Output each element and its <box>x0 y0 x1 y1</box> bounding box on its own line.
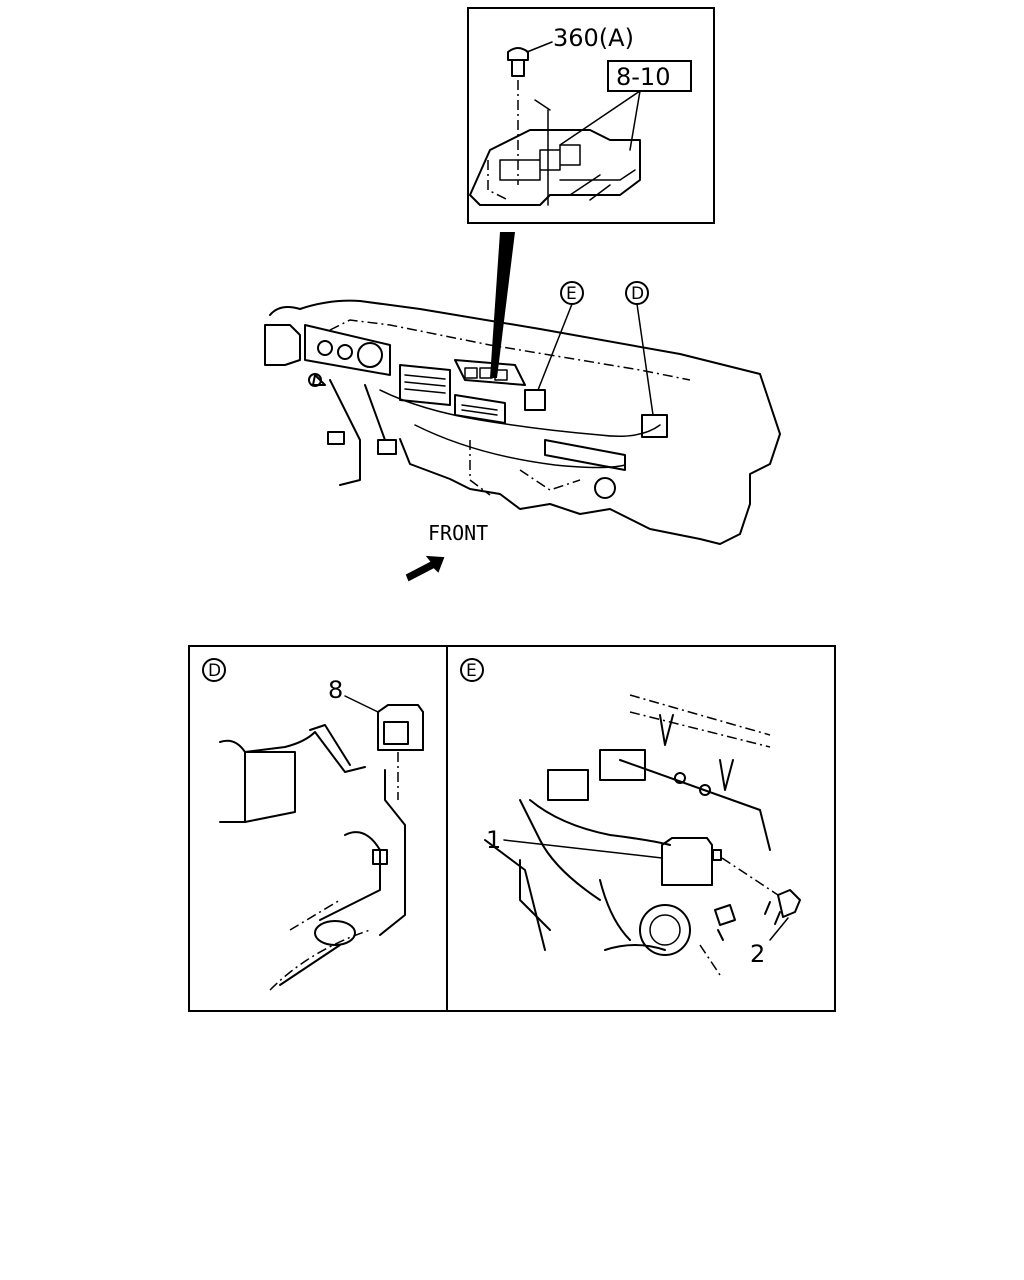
relay-1-icon <box>661 837 722 886</box>
detail-e: E 1 2 <box>460 658 801 976</box>
dashboard-overview <box>264 299 781 545</box>
part-2-label: 2 <box>750 940 765 968</box>
bolt-icon <box>507 47 529 77</box>
detail-e-tag: E <box>466 661 477 681</box>
inset-frame <box>467 7 715 224</box>
fuse-block-sketch <box>469 129 641 206</box>
part-1-label: 1 <box>486 826 501 854</box>
part-8-label: 8 <box>328 676 343 704</box>
section-ref-label: 8-10 <box>616 63 670 91</box>
bolt-ref-label: 360(A) <box>553 24 634 52</box>
detail-d: D 8 <box>202 658 424 991</box>
callout-e-label: E <box>566 284 577 304</box>
pointer-wedge <box>490 232 515 378</box>
detail-panels-frame <box>188 645 836 1012</box>
bolt-leader <box>526 41 553 53</box>
inset-detail: 360(A) 8-10 <box>467 7 715 224</box>
front-arrow-icon <box>405 555 445 582</box>
detail-d-tag: D <box>208 661 221 681</box>
front-label: FRONT <box>428 521 488 545</box>
relay-8-icon <box>377 704 424 751</box>
callout-e: E <box>537 281 584 391</box>
bolt-2-icon <box>764 889 801 925</box>
section-ref-box <box>607 60 692 92</box>
callout-d-label: D <box>631 284 644 304</box>
callout-d: D <box>625 281 654 416</box>
